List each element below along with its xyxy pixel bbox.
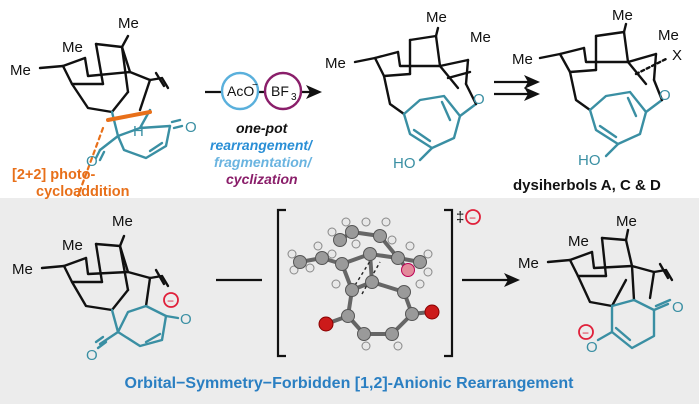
conditions-line4: cyclization: [226, 171, 298, 187]
acetate-charge: −: [252, 80, 258, 91]
annotation-line2: cycloaddition: [36, 184, 129, 200]
enolate-charge-circle: [163, 292, 179, 308]
sm-me-left: Me: [10, 62, 31, 79]
bf3-subscript: 3: [291, 92, 297, 103]
target-name: dysiherbols A, C & D: [513, 177, 661, 194]
sm-h: H: [133, 123, 144, 140]
rearranged-charge-circle: [578, 324, 594, 340]
rearranged-o-anion: O: [586, 339, 598, 356]
target-x: X: [672, 47, 682, 64]
annotation-line1: [2+2] photo-: [12, 167, 96, 183]
product-structure: [353, 26, 478, 162]
sm-me-top: Me: [118, 15, 139, 32]
enolate-me-left: Me: [12, 261, 33, 278]
enolate-o-anion: O: [180, 311, 192, 328]
transition-state: [276, 208, 454, 358]
reaction-arrow-1: [205, 71, 322, 111]
enolate-me-top: Me: [112, 213, 133, 230]
rearranged-o-ketone: O: [672, 299, 684, 316]
rearranged-structure: [546, 228, 674, 350]
bf3-circle: [263, 71, 303, 111]
acetate-circle: [220, 71, 260, 111]
product-o: O: [473, 91, 485, 108]
target-ho: HO: [578, 152, 601, 169]
enolate-o-ketone: O: [86, 347, 98, 364]
multistep-arrow: [494, 75, 540, 101]
ts-double-dagger: ‡: [456, 209, 464, 226]
bf3-label: BF: [271, 83, 289, 99]
ts-charge: −: [469, 211, 476, 225]
rearranged-me-top: Me: [616, 213, 637, 230]
sm-o2: O: [86, 153, 98, 170]
conditions-line1: one-pot: [236, 120, 289, 136]
product-me-right: Me: [470, 29, 491, 46]
enolate-structure: [40, 234, 180, 350]
product-me-top: Me: [426, 9, 447, 26]
acetate-label: AcO: [227, 83, 254, 99]
product-me-left: Me: [325, 55, 346, 72]
target-structure: [538, 22, 670, 158]
enolate-me-mid: Me: [62, 237, 83, 254]
target-me-left: Me: [512, 51, 533, 68]
enolate-charge: −: [167, 294, 174, 308]
rearranged-me-mid: Me: [568, 233, 589, 250]
ts-charge-circle: [465, 209, 481, 225]
rearranged-charge: −: [582, 326, 589, 340]
sm-o: O: [185, 119, 197, 136]
rearranged-me-left: Me: [518, 255, 539, 272]
conditions-line3: fragmentation/: [214, 154, 313, 170]
starting-material: [38, 34, 184, 198]
sm-me-mid: Me: [62, 39, 83, 56]
target-me-top: Me: [612, 7, 633, 24]
target-me-mid: Me: [658, 27, 679, 44]
conditions-line2: rearrangement/: [210, 137, 314, 153]
product-ho: HO: [393, 155, 416, 172]
rearrangement-title: Orbital−Symmetry−Forbidden [1,2]-Anionic…: [125, 375, 575, 392]
arrow-from-ts: [462, 273, 520, 287]
target-o: O: [659, 87, 671, 104]
